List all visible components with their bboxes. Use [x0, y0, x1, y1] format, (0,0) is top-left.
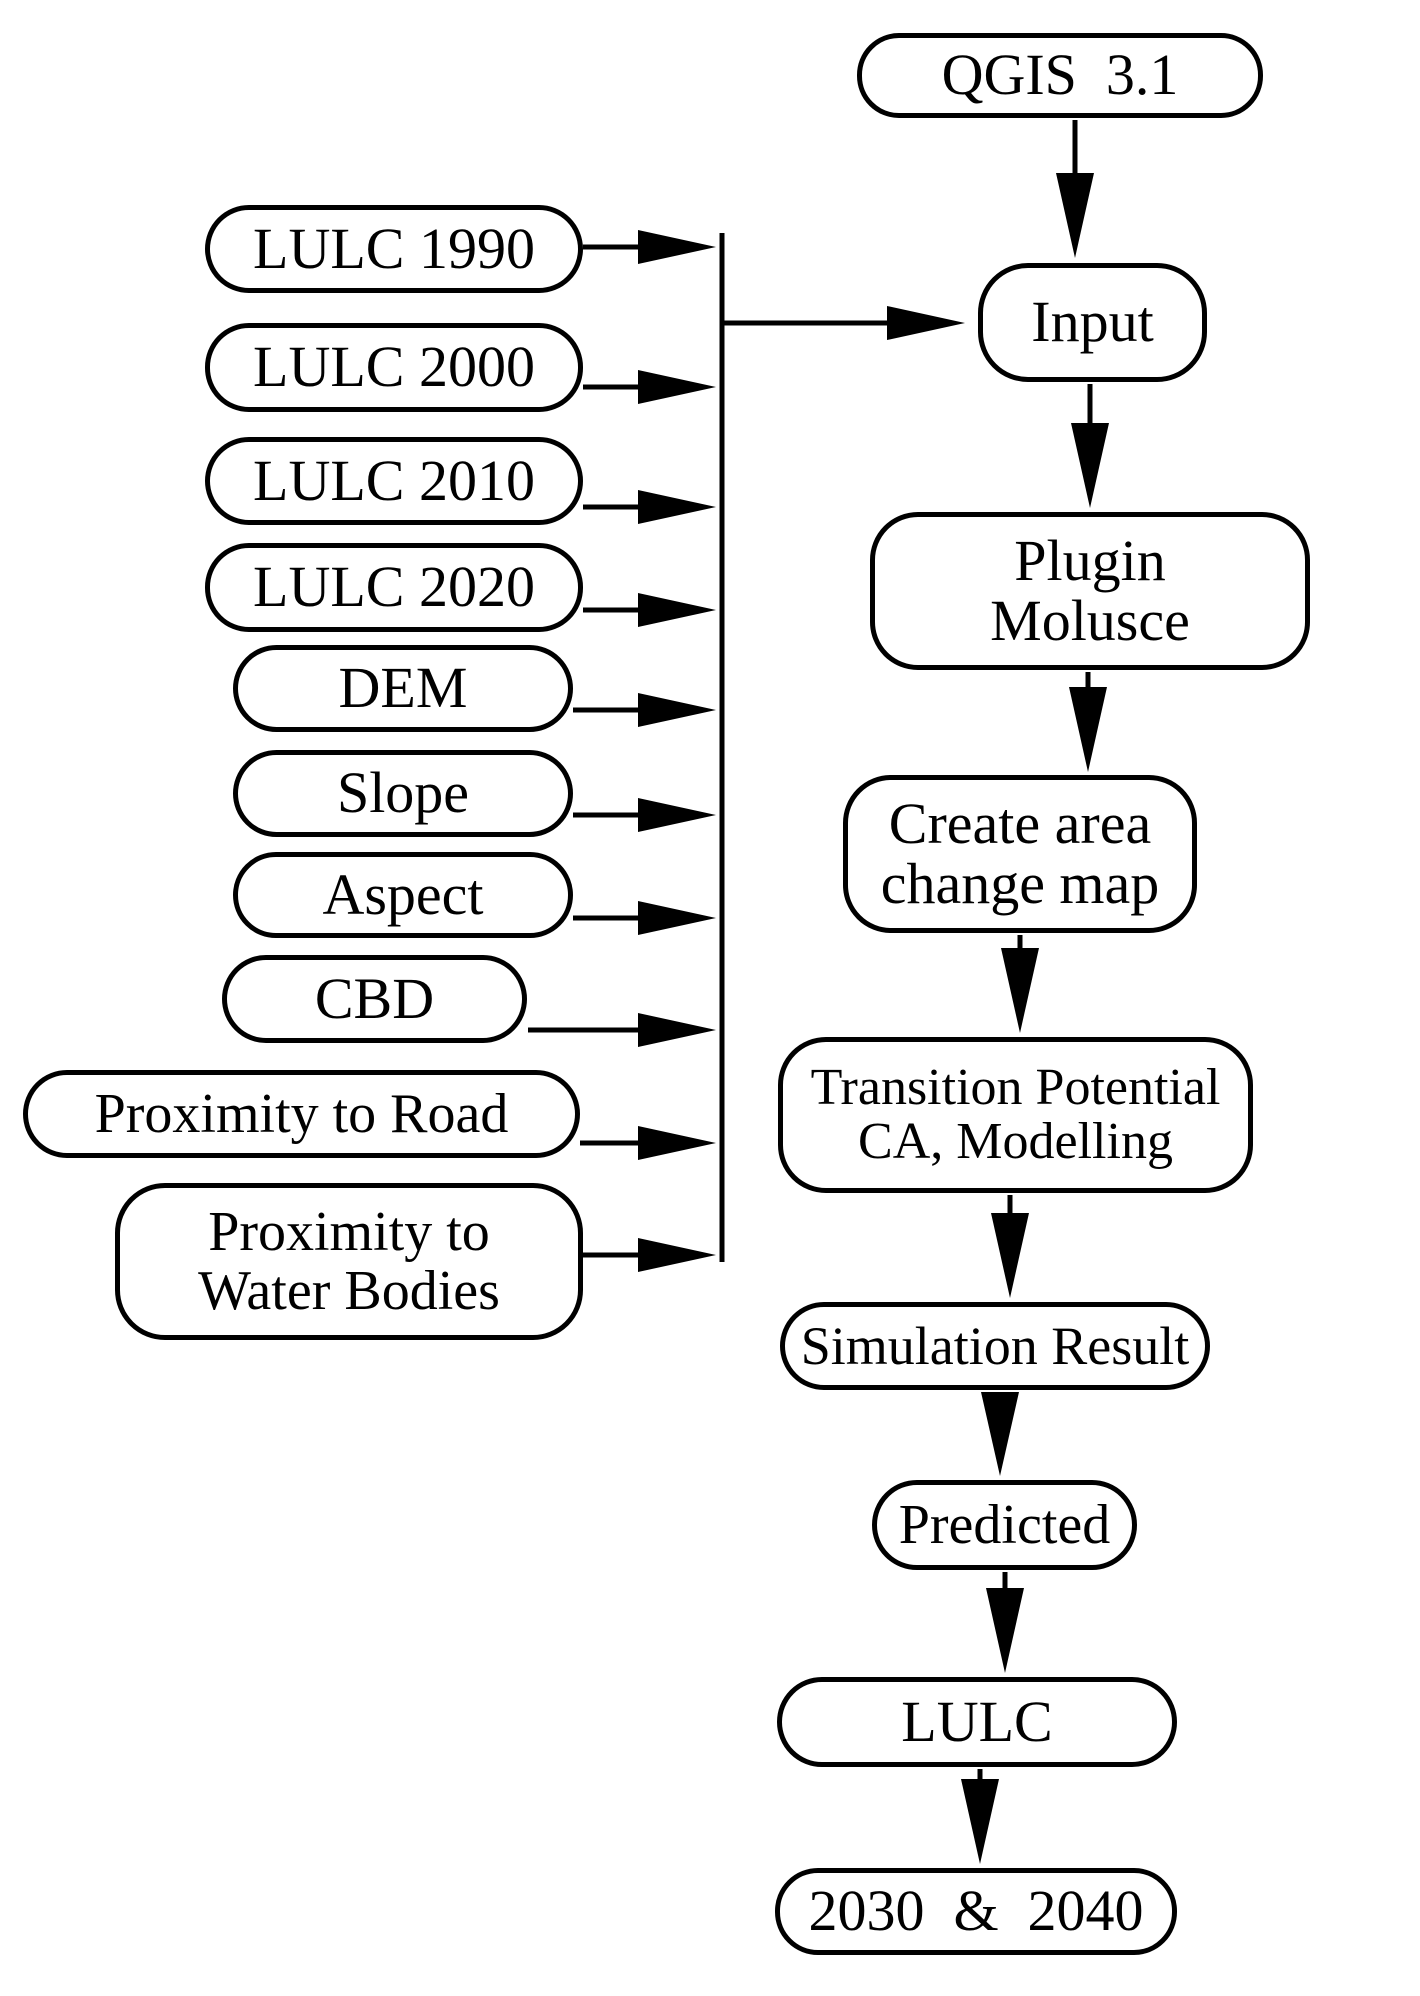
arrow-road-head: [638, 1126, 716, 1160]
arrow-plugin-to-create-head: [1069, 687, 1107, 772]
node-aspect: Aspect: [233, 852, 573, 938]
arrow-lulc2020-head: [638, 593, 716, 627]
arrow-water-head: [638, 1238, 716, 1272]
node-create-area-change-map: Create area change map: [843, 775, 1197, 933]
arrow-qgis-to-input-head: [1056, 173, 1094, 258]
node-proximity-to-road: Proximity to Road: [23, 1070, 580, 1158]
arrow-create-to-transition-head: [1001, 948, 1039, 1033]
arrow-predicted-to-lulc-head: [986, 1588, 1024, 1673]
arrow-transition-to-simulation-head: [991, 1213, 1029, 1298]
arrow-dem-head: [638, 693, 716, 727]
arrow-input-to-plugin-head: [1071, 423, 1109, 508]
node-cbd: CBD: [222, 955, 527, 1043]
node-qgis-version: QGIS 3.1: [857, 33, 1263, 118]
node-lulc-2020: LULC 2020: [205, 543, 583, 632]
node-slope: Slope: [233, 750, 573, 837]
node-2030-and-2040: 2030 & 2040: [775, 1868, 1177, 1955]
node-predicted: Predicted: [872, 1480, 1137, 1570]
node-simulation-result: Simulation Result: [780, 1302, 1210, 1390]
arrow-slope-head: [638, 798, 716, 832]
arrow-cbd-head: [638, 1013, 716, 1047]
node-plugin-molusce: Plugin Molusce: [870, 512, 1310, 670]
arrow-collector-to-input-head: [887, 306, 965, 340]
arrow-aspect-head: [638, 901, 716, 935]
node-transition-potential-ca-modelling: Transition Potential CA, Modelling: [778, 1037, 1253, 1193]
arrow-lulc2010-head: [638, 490, 716, 524]
node-lulc-1990: LULC 1990: [205, 205, 583, 293]
arrow-simulation-to-predicted-head: [981, 1392, 1019, 1476]
node-dem: DEM: [233, 645, 573, 732]
arrow-lulc1990-head: [638, 230, 716, 264]
node-lulc-2000: LULC 2000: [205, 323, 583, 412]
arrow-lulc2000-head: [638, 370, 716, 404]
node-proximity-to-water-bodies: Proximity to Water Bodies: [115, 1183, 583, 1340]
node-lulc-2010: LULC 2010: [205, 437, 583, 525]
node-input: Input: [978, 263, 1207, 382]
arrow-lulc-to-2030-head: [961, 1779, 999, 1864]
node-lulc-output: LULC: [777, 1677, 1177, 1767]
